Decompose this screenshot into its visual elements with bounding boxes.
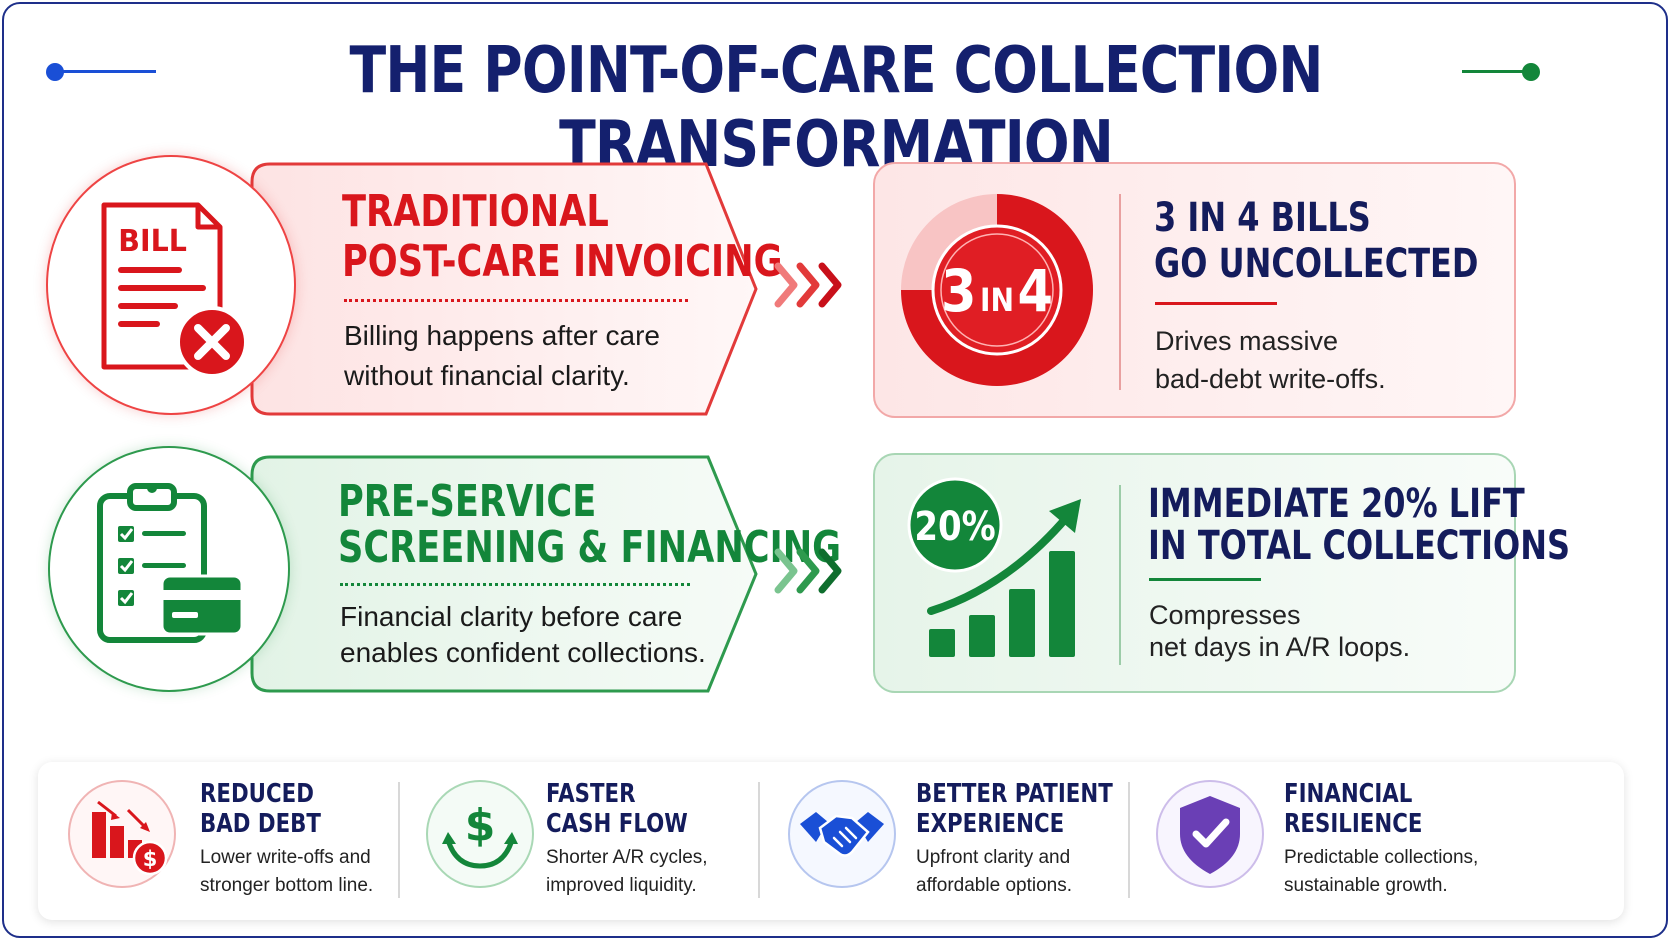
benefits-strip: $ REDUCED BAD DEBT Lower write-offs and … xyxy=(38,762,1624,920)
lift-text-line2: net days in A/R loops. xyxy=(1149,632,1411,662)
preservice-dotted-rule xyxy=(340,583,690,586)
benefit-title-line1: BETTER PATIENT xyxy=(916,779,1113,809)
preservice-title-line2: SCREENING & FINANCING xyxy=(338,522,842,573)
title-left-line xyxy=(58,70,156,73)
lift-title-line1: IMMEDIATE 20% LIFT xyxy=(1148,481,1525,527)
red-chevron-arrows-icon xyxy=(774,262,842,308)
traditional-text-line1: Billing happens after care xyxy=(344,320,660,351)
growth-chart-icon: 20% xyxy=(907,477,1081,657)
benefit-reduced-bad-debt: $ REDUCED BAD DEBT Lower write-offs and … xyxy=(68,762,398,920)
donut-badge-end: 4 xyxy=(1018,257,1054,325)
donut-badge-small: IN xyxy=(980,282,1014,319)
preservice-banner xyxy=(248,455,760,693)
benefit-text-line1: Predictable collections, xyxy=(1284,847,1479,868)
uncollected-title-line1: 3 IN 4 BILLS xyxy=(1154,195,1371,241)
shield-check-icon xyxy=(1180,796,1240,874)
svg-text:BILL: BILL xyxy=(118,223,187,258)
title-right-line xyxy=(1462,70,1530,73)
traditional-banner xyxy=(248,162,760,416)
traditional-title-line2: POST-CARE INVOICING xyxy=(342,236,783,287)
dollar-cycle-icon: $ xyxy=(442,800,518,869)
uncollected-text-line1: Drives massive xyxy=(1155,326,1339,356)
declining-bars-dollar-icon: $ xyxy=(92,800,168,876)
benefit-icon-circle: $ xyxy=(426,780,534,888)
lift-badge-text: 20% xyxy=(914,503,995,549)
benefit-text-line1: Upfront clarity and xyxy=(916,847,1071,868)
benefit-better-patient-experience: BETTER PATIENT EXPERIENCE Upfront clarit… xyxy=(788,762,1138,920)
benefit-title-line1: FASTER xyxy=(546,779,636,809)
bill-icon-circle: BILL xyxy=(46,155,296,415)
lift-stat-card: 20% xyxy=(873,453,1516,693)
green-chevron-arrows-icon xyxy=(774,548,842,594)
benefit-icon-circle xyxy=(1156,780,1264,888)
preservice-text-line1: Financial clarity before care xyxy=(340,601,683,632)
title-right-dot xyxy=(1522,63,1540,81)
benefit-title-line2: EXPERIENCE xyxy=(916,809,1065,839)
handshake-icon xyxy=(800,812,884,857)
traditional-title-line1: TRADITIONAL xyxy=(342,186,609,237)
benefit-text-line2: affordable options. xyxy=(916,875,1072,896)
svg-text:$: $ xyxy=(143,847,158,871)
traditional-text-line2: without financial clarity. xyxy=(344,360,630,391)
uncollected-title-line2: GO UNCOLLECTED xyxy=(1154,241,1479,287)
benefit-financial-resilience: FINANCIAL RESILIENCE Predictable collect… xyxy=(1156,762,1596,920)
lift-text-line1: Compresses xyxy=(1149,600,1301,630)
donut-badge-main: 3 xyxy=(941,257,977,325)
benefit-text-line2: sustainable growth. xyxy=(1284,875,1448,896)
preservice-title-line1: PRE-SERVICE xyxy=(338,476,597,527)
page-title: THE POINT-OF-CARE COLLECTION TRANSFORMAT… xyxy=(349,34,1324,182)
bill-rejected-icon: BILL xyxy=(101,202,248,378)
checklist-icon-circle xyxy=(48,446,290,692)
checklist-card-icon xyxy=(97,483,244,643)
lift-card-divider xyxy=(1119,485,1121,665)
benefit-title-line2: CASH FLOW xyxy=(546,809,688,839)
benefit-title-line1: FINANCIAL xyxy=(1284,779,1413,809)
benefit-icon-circle xyxy=(788,780,896,888)
strip-divider-2 xyxy=(758,782,760,898)
benefit-text-line2: improved liquidity. xyxy=(546,875,697,896)
preservice-banner-shape xyxy=(250,455,758,693)
title-left-dot xyxy=(46,63,64,81)
benefit-text-line2: stronger bottom line. xyxy=(200,875,374,896)
benefit-text-line1: Shorter A/R cycles, xyxy=(546,847,708,868)
preservice-text-line2: enables confident collections. xyxy=(340,637,706,668)
lift-rule xyxy=(1149,578,1261,581)
traditional-dotted-rule xyxy=(344,299,688,302)
benefit-icon-circle: $ xyxy=(68,780,176,888)
traditional-banner-shape xyxy=(250,162,758,416)
uncollected-card-divider xyxy=(1119,194,1121,390)
benefit-title-line2: RESILIENCE xyxy=(1284,809,1423,839)
benefit-faster-cash-flow: $ FASTER CASH FLOW Shorter A/R cycles, i… xyxy=(426,762,756,920)
strip-divider-3 xyxy=(1128,782,1130,898)
lift-title-line2: IN TOTAL COLLECTIONS xyxy=(1148,523,1571,569)
benefit-title-line1: REDUCED xyxy=(200,779,314,809)
uncollected-rule xyxy=(1155,302,1277,305)
uncollected-text-line2: bad-debt write-offs. xyxy=(1155,364,1386,394)
strip-divider-1 xyxy=(398,782,400,898)
benefit-text-line1: Lower write-offs and xyxy=(200,847,371,868)
svg-text:$: $ xyxy=(465,800,496,851)
benefit-title-line2: BAD DEBT xyxy=(200,809,321,839)
